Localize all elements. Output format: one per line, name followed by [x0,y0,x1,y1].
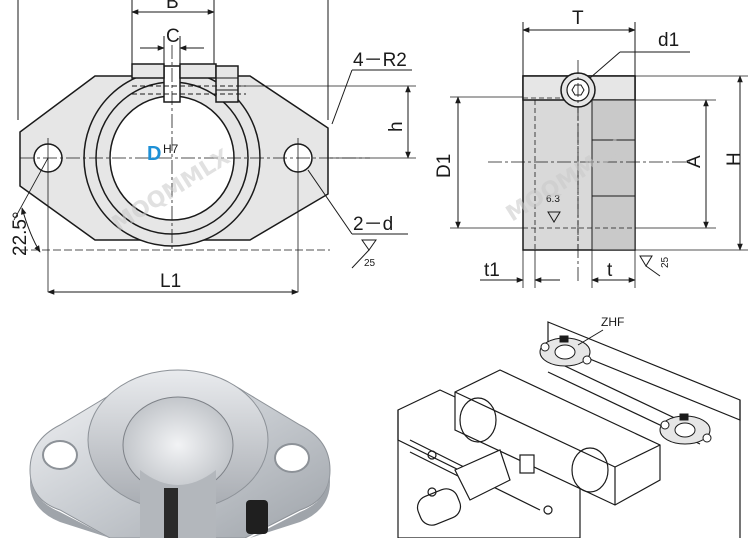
dim-A-label: A [684,155,705,168]
bore-tolerance: H7 [163,142,179,156]
zhf-label: ZHF [601,315,624,329]
dim-T-label: T [572,8,584,29]
surface-finish-inner: 6.3 [546,194,560,205]
photo-hole-left [42,440,78,470]
angle-label: 22.5° [10,211,31,256]
surface-finish-front: 25 [364,258,376,269]
dim-B-label: B [166,0,179,13]
radius-label: 4－R2 [353,50,407,71]
front-view: B C 4－R2 h D H7 2－d 25 22.5° L1 [10,0,416,295]
side-view: T d1 D1 A H t1 t 6.3 [434,8,748,288]
holes-label: 2－d [353,214,393,235]
dim-H-label: H [724,152,745,166]
surface-finish-base: 25 [660,256,671,268]
dim-C-label: C [166,26,180,47]
photo-hole-right [274,443,310,473]
bore-label: D [147,143,161,165]
d1-label: d1 [658,30,679,51]
product-photo [29,369,331,538]
assembly-drawing [397,321,741,538]
screw-head [215,65,239,103]
photo-bore [122,396,234,494]
dim-t-label: t [607,260,613,281]
dim-t1-label: t1 [484,260,500,281]
dim-h-label: h [386,121,407,132]
dim-L1-label: L1 [160,271,181,292]
dim-D1-label: D1 [434,154,455,178]
